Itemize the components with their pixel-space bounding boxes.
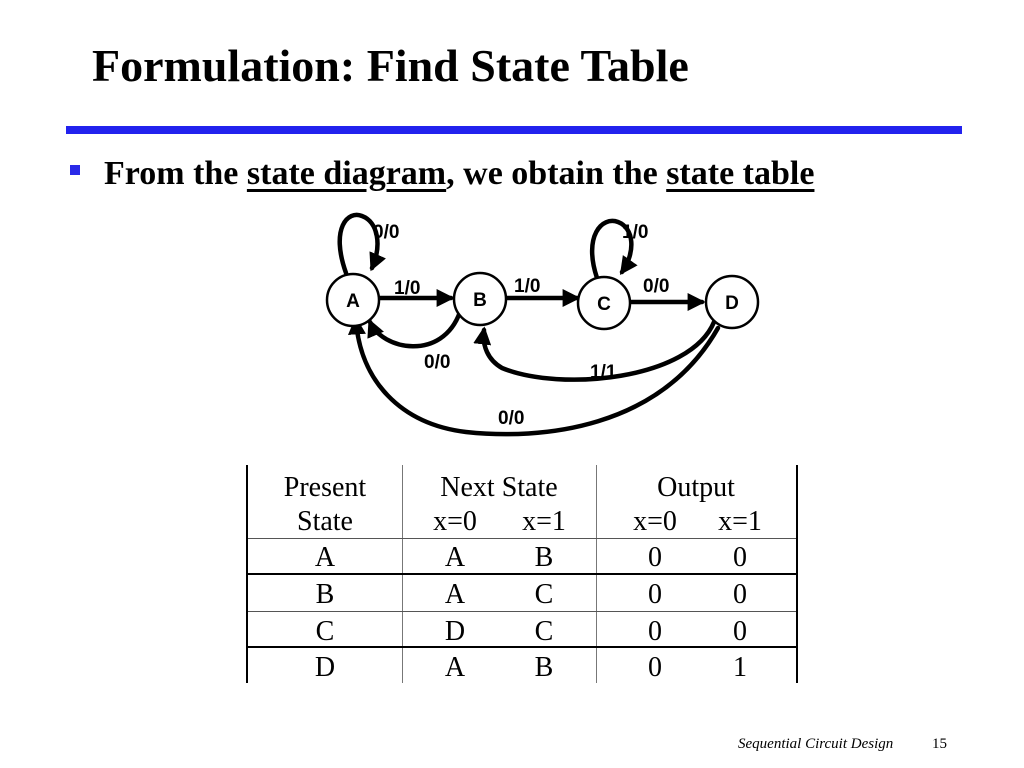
header-next-x1: x=1	[522, 506, 566, 537]
bullet-square-icon	[70, 165, 80, 175]
cell-next1: B	[534, 542, 554, 573]
header-next-x0: x=0	[433, 506, 477, 537]
edge-D-A	[347, 316, 721, 437]
edge-B-C-label: 1/0	[514, 276, 540, 297]
header-output: Output	[596, 471, 796, 505]
state-diagram-term: state diagram	[246, 155, 447, 192]
edge-B-A-label: 0/0	[424, 352, 450, 373]
cell-next0: D	[444, 616, 466, 647]
edge-C-C-label: 1/0	[622, 222, 648, 243]
footer-title: Sequential Circuit Design	[738, 736, 894, 752]
header-present: Present State	[248, 471, 402, 539]
page-number: 15	[932, 736, 947, 752]
cell-next0: A	[444, 652, 466, 683]
cell-out0: 0	[648, 652, 662, 683]
cell-next0: A	[444, 542, 466, 573]
node-C-label: C	[597, 294, 611, 315]
state-table-term: state table	[666, 155, 815, 192]
header-present-line2: State	[297, 506, 353, 537]
cell-next1: B	[534, 652, 554, 683]
header-present-line1: Present	[283, 472, 367, 503]
slide-title: Formulation: Find State Table	[92, 40, 689, 91]
cell-out1: 0	[733, 542, 747, 573]
cell-out1: 0	[733, 616, 747, 647]
bullet-text: From the state diagram, we obtain the st…	[104, 152, 814, 196]
cell-present: A	[314, 542, 336, 573]
cell-present: B	[315, 579, 335, 610]
header-output-x0: x=0	[633, 506, 677, 537]
node-B	[452, 271, 508, 327]
header-output-line1: Output	[657, 472, 735, 503]
edge-D-A-label: 0/0	[498, 408, 524, 429]
cell-out0: 0	[648, 616, 662, 647]
edge-B-A	[367, 309, 463, 349]
edge-A-B-label: 1/0	[394, 278, 420, 299]
table-rule	[248, 573, 796, 575]
bullet-prefix: From the	[104, 155, 247, 192]
cell-out1: 0	[733, 579, 747, 610]
edge-D-B	[473, 319, 717, 382]
cell-present: D	[314, 652, 336, 683]
node-D-label: D	[725, 293, 739, 314]
cell-out0: 0	[648, 542, 662, 573]
node-C	[576, 275, 632, 331]
edge-C-C	[590, 218, 638, 281]
cell-out0: 0	[648, 579, 662, 610]
cell-next1: C	[534, 616, 554, 647]
bullet-middle: , we obtain the	[446, 155, 667, 192]
edge-C-D-label: 0/0	[643, 276, 669, 297]
table-rule	[248, 646, 796, 648]
edge-D-B-label: 1/1	[590, 362, 617, 383]
edge-A-A-label: 0/0	[373, 222, 399, 243]
header-next-line1: Next State	[440, 472, 558, 503]
cell-next1: C	[534, 579, 554, 610]
table-rule	[248, 611, 796, 612]
node-B-label: B	[473, 290, 487, 311]
title-divider	[66, 126, 962, 134]
header-output-x1: x=1	[718, 506, 762, 537]
node-A	[325, 272, 381, 328]
cell-present: C	[315, 616, 335, 647]
state-table: Present State Next State x=0 x=1 Output …	[246, 465, 798, 683]
table-rule	[248, 538, 796, 539]
cell-out1: 1	[733, 652, 747, 683]
node-A-label: A	[346, 291, 360, 312]
header-next-state: Next State	[402, 471, 596, 505]
node-D	[704, 274, 760, 330]
edge-A-A	[337, 212, 386, 276]
cell-next0: A	[444, 579, 466, 610]
